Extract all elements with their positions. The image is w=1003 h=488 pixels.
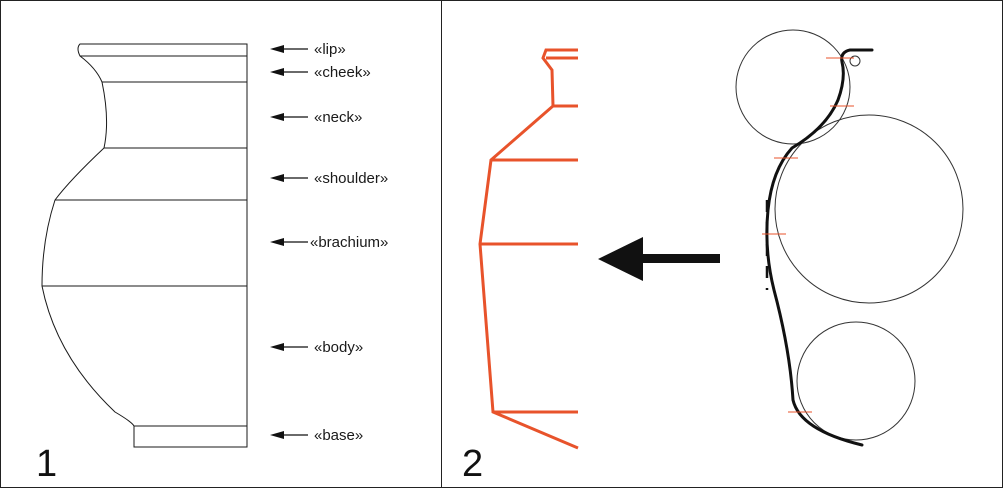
arrow-head-icon bbox=[270, 431, 284, 439]
circle-neck bbox=[735, 29, 851, 145]
segmented-profile bbox=[478, 48, 579, 450]
panel-2: 2 bbox=[462, 29, 964, 485]
arrow-left-icon bbox=[598, 237, 643, 281]
tangent-marks bbox=[762, 57, 854, 413]
part-base: «base» bbox=[270, 427, 363, 444]
part-shoulder: «shoulder» bbox=[270, 170, 388, 187]
part-lip: «lip» bbox=[270, 41, 346, 58]
arrow-head-icon bbox=[270, 174, 284, 182]
circle-body bbox=[796, 321, 916, 441]
arrow-head-icon bbox=[270, 68, 284, 76]
vessel-outline bbox=[41, 43, 248, 448]
part-label-body: «body» bbox=[314, 339, 363, 356]
part-label-base: «base» bbox=[314, 427, 363, 444]
arrow-head-icon bbox=[270, 238, 284, 246]
part-cheek: «cheek» bbox=[270, 64, 371, 81]
panel-1: «lip» «cheek» «neck» «shoulder» «brachiu bbox=[36, 41, 388, 485]
part-labels: «lip» «cheek» «neck» «shoulder» «brachiu bbox=[270, 41, 388, 444]
part-label-shoulder: «shoulder» bbox=[314, 170, 388, 187]
part-label-cheek: «cheek» bbox=[314, 64, 371, 81]
circle-lip-small bbox=[849, 55, 861, 67]
arrow-head-icon bbox=[270, 343, 284, 351]
curvature-circles bbox=[735, 29, 964, 441]
circle-shoulder-brachium bbox=[774, 114, 964, 304]
panel-number-2: 2 bbox=[462, 443, 483, 485]
vessel-profile-curve bbox=[765, 48, 874, 447]
band-lines bbox=[42, 55, 247, 427]
arrow-head-icon bbox=[270, 45, 284, 53]
part-label-neck: «neck» bbox=[314, 109, 362, 126]
arrow-shaft bbox=[640, 254, 720, 263]
profile-outline bbox=[478, 48, 579, 450]
part-brachium: «brachium» bbox=[270, 234, 388, 251]
part-label-brachium: «brachium» bbox=[310, 234, 388, 251]
part-neck: «neck» bbox=[270, 109, 362, 126]
arrow-head-icon bbox=[270, 113, 284, 121]
transform-arrow bbox=[598, 237, 720, 281]
part-label-lip: «lip» bbox=[314, 41, 346, 58]
panel-number-1: 1 bbox=[36, 443, 57, 485]
part-body: «body» bbox=[270, 339, 363, 356]
